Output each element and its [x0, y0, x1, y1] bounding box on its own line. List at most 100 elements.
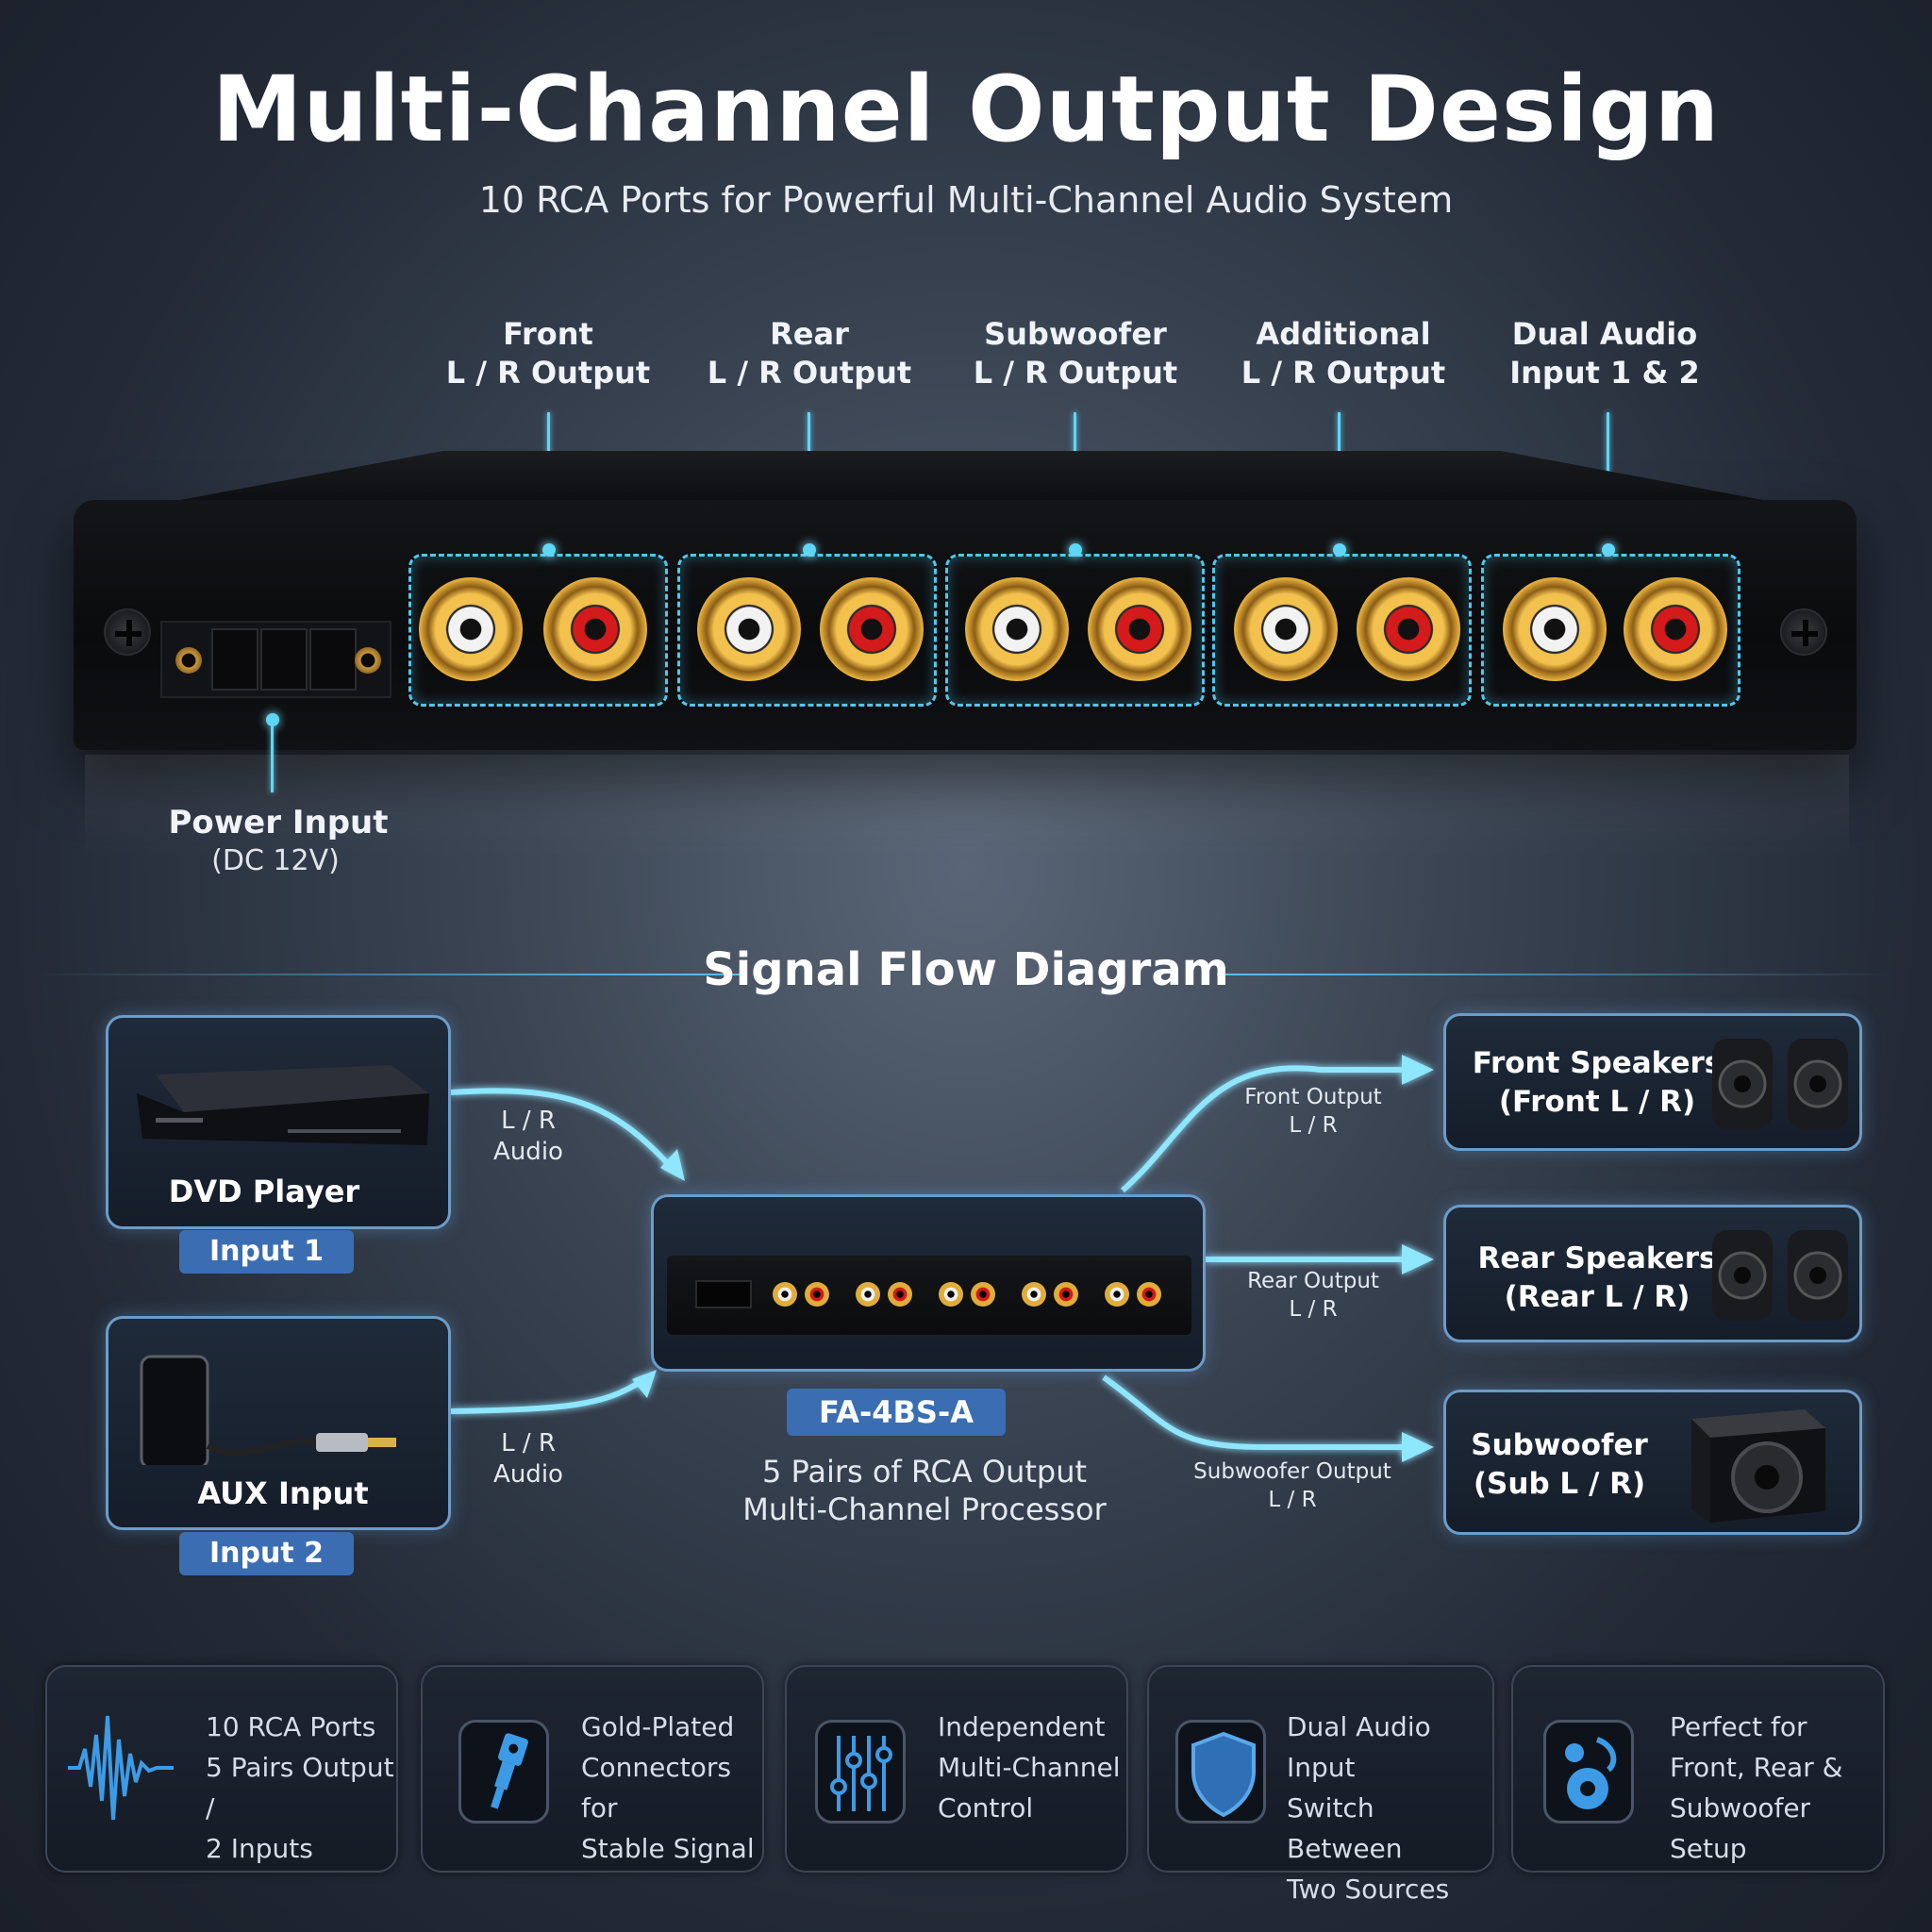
- mini-rca-jack: [888, 1282, 912, 1307]
- flow-arrow-front: [1121, 1065, 1406, 1193]
- feature-card-gold-plated: Gold-Plated Connectors for Stable Signal: [421, 1665, 764, 1873]
- shield-glyph: [1191, 1731, 1256, 1818]
- rca-white-jack: [697, 577, 801, 681]
- rca-red-jack: [820, 577, 924, 681]
- speaker-setup-glyph: [1565, 1737, 1617, 1809]
- terminal-slot: [211, 628, 258, 691]
- output-panel-sub: Subwoofer(Sub L / R): [1443, 1390, 1862, 1535]
- speaker-pair-icon: [1712, 1039, 1848, 1129]
- flow-arrow-sub: [1102, 1374, 1406, 1450]
- terminal-screw-icon: [175, 647, 202, 674]
- device-reflection: [85, 755, 1849, 858]
- source-label-aux: AUX Input: [197, 1475, 369, 1511]
- terminal-screw-icon: [355, 647, 381, 674]
- mini-power-terminal: [695, 1280, 752, 1308]
- feature-text: Gold-Plated Connectors for Stable Signal: [581, 1711, 755, 1864]
- output-panel-rear: Rear Speakers(Rear L / R): [1443, 1205, 1862, 1342]
- feature-card-ports: 10 RCA Ports 5 Pairs Output / 2 Inputs: [45, 1665, 398, 1873]
- feature-card-setup: Perfect for Front, Rear & Subwoofer Setu…: [1511, 1665, 1885, 1873]
- arrowhead-icon: [632, 1370, 657, 1398]
- mini-rca-jack: [1105, 1282, 1129, 1307]
- mini-rca-jack: [939, 1282, 963, 1307]
- mini-rca-jack: [1137, 1282, 1161, 1307]
- mini-rca-jack: [1054, 1282, 1078, 1307]
- mini-rca-jack: [1022, 1282, 1046, 1307]
- feature-text: 10 RCA Ports 5 Pairs Output / 2 Inputs: [206, 1711, 394, 1864]
- model-tag: FA-4BS-A: [787, 1389, 1006, 1436]
- power-input-label: Power Input: [168, 804, 389, 841]
- flow-arrow-input1: [450, 1088, 675, 1171]
- mini-rca-jack: [856, 1282, 880, 1307]
- callout-line-power: [271, 726, 274, 792]
- speaker-pair-icon: [1712, 1230, 1848, 1321]
- sliders-glyph: [830, 1736, 892, 1811]
- rca-white-jack: [1234, 577, 1338, 681]
- feature-text: Dual Audio Input Switch Between Two Sour…: [1287, 1711, 1450, 1905]
- feature-text: Perfect for Front, Rear & Subwoofer Setu…: [1670, 1711, 1843, 1864]
- arrowhead-icon: [1402, 1432, 1434, 1462]
- source-label-dvd: DVD Player: [168, 1174, 360, 1209]
- smartphone-aux-icon: [140, 1355, 396, 1465]
- source-panel-dvd: DVD Player: [106, 1015, 451, 1229]
- waveform-icon: [68, 1715, 174, 1821]
- output-panel-front: Front Speakers(Front L / R): [1443, 1013, 1862, 1151]
- callout-dot-front: [542, 543, 556, 557]
- rca-group-dual-input: [1481, 554, 1740, 707]
- rca-connector-icon: [458, 1720, 549, 1824]
- source-panel-aux: AUX Input: [106, 1316, 451, 1530]
- feature-card-control: Independent Multi-Channel Control: [785, 1665, 1128, 1873]
- rca-white-jack: [965, 577, 1069, 681]
- rca-group-additional: [1212, 554, 1472, 707]
- arrowhead-icon: [1402, 1055, 1434, 1085]
- callout-dot-additional: [1333, 543, 1346, 557]
- output-label-rear: Rear Speakers(Rear L / R): [1477, 1241, 1717, 1314]
- input-tag-1: Input 1: [179, 1230, 354, 1274]
- section-divider-right: [1217, 974, 1894, 975]
- arrowhead-icon: [660, 1149, 685, 1181]
- terminal-slot: [309, 628, 357, 691]
- rca-red-jack: [543, 577, 647, 681]
- rca-white-jack: [419, 577, 523, 681]
- sliders-icon: [815, 1720, 906, 1824]
- terminal-slot: [260, 628, 308, 691]
- feature-card-dual-input: Dual Audio Input Switch Between Two Sour…: [1147, 1665, 1494, 1905]
- feature-text: Independent Multi-Channel Control: [938, 1711, 1121, 1824]
- shield-icon: [1175, 1720, 1266, 1824]
- rca-red-jack: [1357, 577, 1460, 681]
- power-terminal: [160, 621, 391, 698]
- power-input-sub: (DC 12V): [211, 844, 340, 877]
- screw-icon: [1780, 608, 1827, 656]
- callout-dot-power: [266, 713, 279, 726]
- arrowhead-icon: [1402, 1244, 1434, 1274]
- rca-group-front: [408, 554, 668, 707]
- rca-red-jack: [1088, 577, 1191, 681]
- rca-connector-glyph: [491, 1733, 528, 1809]
- processor-image: [667, 1256, 1191, 1335]
- mini-rca-jack: [971, 1282, 995, 1307]
- subwoofer-icon: [1691, 1409, 1825, 1523]
- page-subtitle: 10 RCA Ports for Powerful Multi-Channel …: [478, 179, 1454, 221]
- output-label-front: Front Speakers(Front L / R): [1472, 1046, 1723, 1119]
- dvd-player-icon: [137, 1065, 429, 1145]
- mini-rca-jack: [805, 1282, 829, 1307]
- speaker-setup-icon: [1543, 1720, 1634, 1824]
- output-label-sub: Subwoofer(Sub L / R): [1471, 1428, 1648, 1501]
- callout-dot-rear: [803, 543, 816, 557]
- rca-red-jack: [1624, 577, 1727, 681]
- rca-white-jack: [1503, 577, 1607, 681]
- mini-rca-jack: [773, 1282, 797, 1307]
- page-title: Multi-Channel Output Design: [211, 57, 1721, 162]
- section-divider-left: [38, 974, 741, 975]
- callout-dot-dual-input: [1602, 543, 1615, 557]
